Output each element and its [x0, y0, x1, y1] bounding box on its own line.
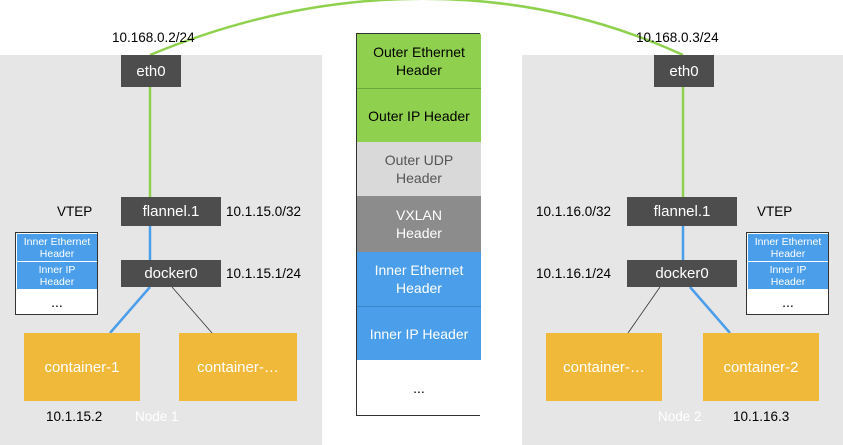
node1-mini-inner-ip: Inner IP Header — [17, 262, 97, 289]
node1-mini-inner-eth: Inner Ethernet Header — [17, 234, 97, 261]
node1-docker-box[interactable]: docker0 — [121, 260, 221, 287]
node2-mini-inner-ip: Inner IP Header — [748, 262, 828, 289]
node1-label: Node 1 — [135, 409, 179, 424]
node2-docker-box[interactable]: docker0 — [627, 260, 737, 287]
node2-docker-container1-line — [627, 286, 661, 334]
node1-flannel-box[interactable]: flannel.1 — [121, 197, 221, 226]
node2-mini-stack: Inner Ethernet Header Inner IP Header ..… — [746, 232, 829, 315]
node1-container-1-ip: 10.1.15.2 — [46, 409, 103, 424]
node2-flannel-box[interactable]: flannel.1 — [627, 197, 737, 226]
packet-vxlan: VXLAN Header — [357, 196, 481, 252]
node2-eth0-label: eth0 — [669, 62, 699, 80]
node2-flannel-ip: 10.1.16.0/32 — [536, 204, 612, 219]
node1-mini-stack: Inner Ethernet Header Inner IP Header ..… — [15, 232, 98, 315]
packet-ellipsis: ... — [357, 360, 481, 415]
node2-container-2[interactable]: container-2 — [703, 333, 819, 401]
node1-docker-container2-line — [171, 286, 213, 334]
node2-docker-container2-line — [689, 286, 731, 334]
packet-outer-ip: Outer IP Header — [357, 88, 481, 142]
packet-outer-udp: Outer UDP Header — [357, 142, 481, 196]
node1-container-2-label: container-… — [197, 358, 279, 376]
node1-docker-label: docker0 — [144, 265, 198, 282]
node2-mini-inner-eth: Inner Ethernet Header — [748, 234, 828, 261]
packet-inner-ip: Inner IP Header — [357, 306, 481, 360]
node2-container-1[interactable]: container-… — [546, 333, 662, 401]
node1-container-1[interactable]: container-1 — [24, 333, 140, 401]
node1-container-2[interactable]: container-… — [179, 333, 297, 401]
node2-docker-ip: 10.1.16.1/24 — [536, 266, 612, 281]
packet-inner-ethernet: Inner Ethernet Header — [357, 252, 481, 306]
node2-docker-label: docker0 — [655, 265, 709, 282]
node2-container-2-ip: 10.1.16.3 — [733, 409, 790, 424]
node1-eth0-ip: 10.168.0.2/24 — [112, 30, 195, 45]
node1-flannel-label: flannel.1 — [142, 203, 200, 220]
packet-outer-ethernet: Outer Ethernet Header — [357, 34, 481, 88]
node2-vtep-label: VTEP — [757, 204, 793, 219]
node1-eth0-label: eth0 — [136, 62, 166, 80]
node1-eth0-box[interactable]: eth0 — [121, 55, 181, 87]
node1-mini-ellipsis: ... — [51, 294, 63, 310]
node2-container-1-label: container-… — [563, 358, 645, 376]
node2-eth0-box[interactable]: eth0 — [654, 55, 714, 87]
node1-container-1-label: container-1 — [44, 358, 120, 376]
vxlan-packet-stack: Outer Ethernet Header Outer IP Header Ou… — [356, 33, 481, 416]
eth0-link-arc — [149, 0, 684, 57]
node1-docker-container1-line — [109, 286, 151, 334]
node1-docker-ip: 10.1.15.1/24 — [226, 266, 302, 281]
node2-eth0-ip: 10.168.0.3/24 — [636, 30, 719, 45]
node1-vtep-label: VTEP — [57, 204, 93, 219]
node2-label: Node 2 — [658, 409, 702, 424]
node2-container-2-label: container-2 — [723, 358, 799, 376]
node2-mini-ellipsis: ... — [782, 294, 794, 310]
node2-flannel-label: flannel.1 — [653, 203, 711, 220]
node1-flannel-ip: 10.1.15.0/32 — [226, 204, 302, 219]
